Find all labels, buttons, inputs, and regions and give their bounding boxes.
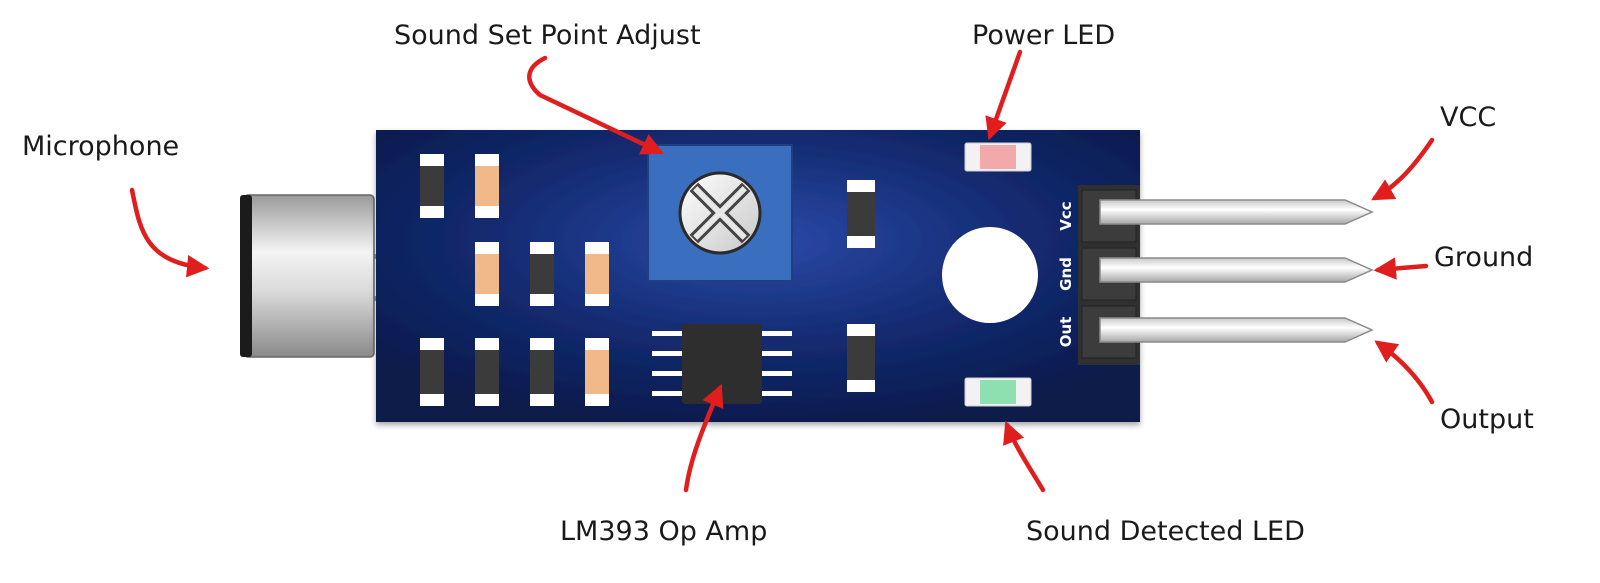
pin-vcc xyxy=(1099,199,1374,225)
arrow-output xyxy=(1374,340,1435,405)
microphone xyxy=(240,194,408,358)
capacitor xyxy=(847,180,875,248)
pin-out xyxy=(1099,317,1374,343)
arrow-ground xyxy=(1373,257,1429,280)
arrow-lm393 xyxy=(683,383,724,493)
power-led xyxy=(964,142,1032,172)
capacitor xyxy=(420,338,444,406)
pin-label-out: Out xyxy=(1057,317,1075,348)
arrow-power-led xyxy=(985,49,1023,141)
capacitor xyxy=(530,338,554,406)
arrow-sound-detected-led xyxy=(1003,420,1046,493)
arrow-vcc xyxy=(1371,137,1435,201)
pin-gnd xyxy=(1099,257,1374,283)
label-sound-detected-led: Sound Detected LED xyxy=(1026,516,1305,547)
capacitor xyxy=(530,242,554,306)
arrow-microphone xyxy=(129,187,210,278)
microphone-rim xyxy=(240,195,252,357)
label-power-led: Power LED xyxy=(972,20,1115,51)
ic-body xyxy=(682,324,762,404)
resistor xyxy=(585,242,609,306)
pin-header xyxy=(1078,185,1374,365)
pin-label-vcc: Vcc xyxy=(1057,201,1075,230)
pin-label-gnd: Gnd xyxy=(1057,257,1075,291)
capacitor xyxy=(420,154,444,218)
arrow-sound-set-point xyxy=(527,55,665,155)
resistor xyxy=(475,242,499,306)
label-microphone: Microphone xyxy=(22,131,179,162)
sound-detected-led xyxy=(964,377,1032,407)
smd-components xyxy=(420,154,875,406)
microphone-capsule xyxy=(243,194,375,358)
label-output: Output xyxy=(1440,404,1534,435)
lm393-chip xyxy=(652,324,792,404)
label-ground: Ground xyxy=(1434,242,1533,273)
label-vcc: VCC xyxy=(1440,102,1496,133)
trimmer-potentiometer xyxy=(647,144,793,282)
ic-pins-left xyxy=(652,331,684,396)
capacitor xyxy=(847,324,875,392)
label-lm393-op-amp: LM393 Op Amp xyxy=(560,516,767,547)
ic-pins-right xyxy=(760,331,792,396)
callout-arrows xyxy=(129,49,1435,493)
label-sound-set-point-adjust: Sound Set Point Adjust xyxy=(394,20,701,51)
mounting-hole xyxy=(942,227,1038,323)
capacitor xyxy=(475,338,499,406)
resistor xyxy=(475,154,499,218)
trimmer-cross-icon xyxy=(689,182,751,244)
resistor xyxy=(585,338,609,406)
